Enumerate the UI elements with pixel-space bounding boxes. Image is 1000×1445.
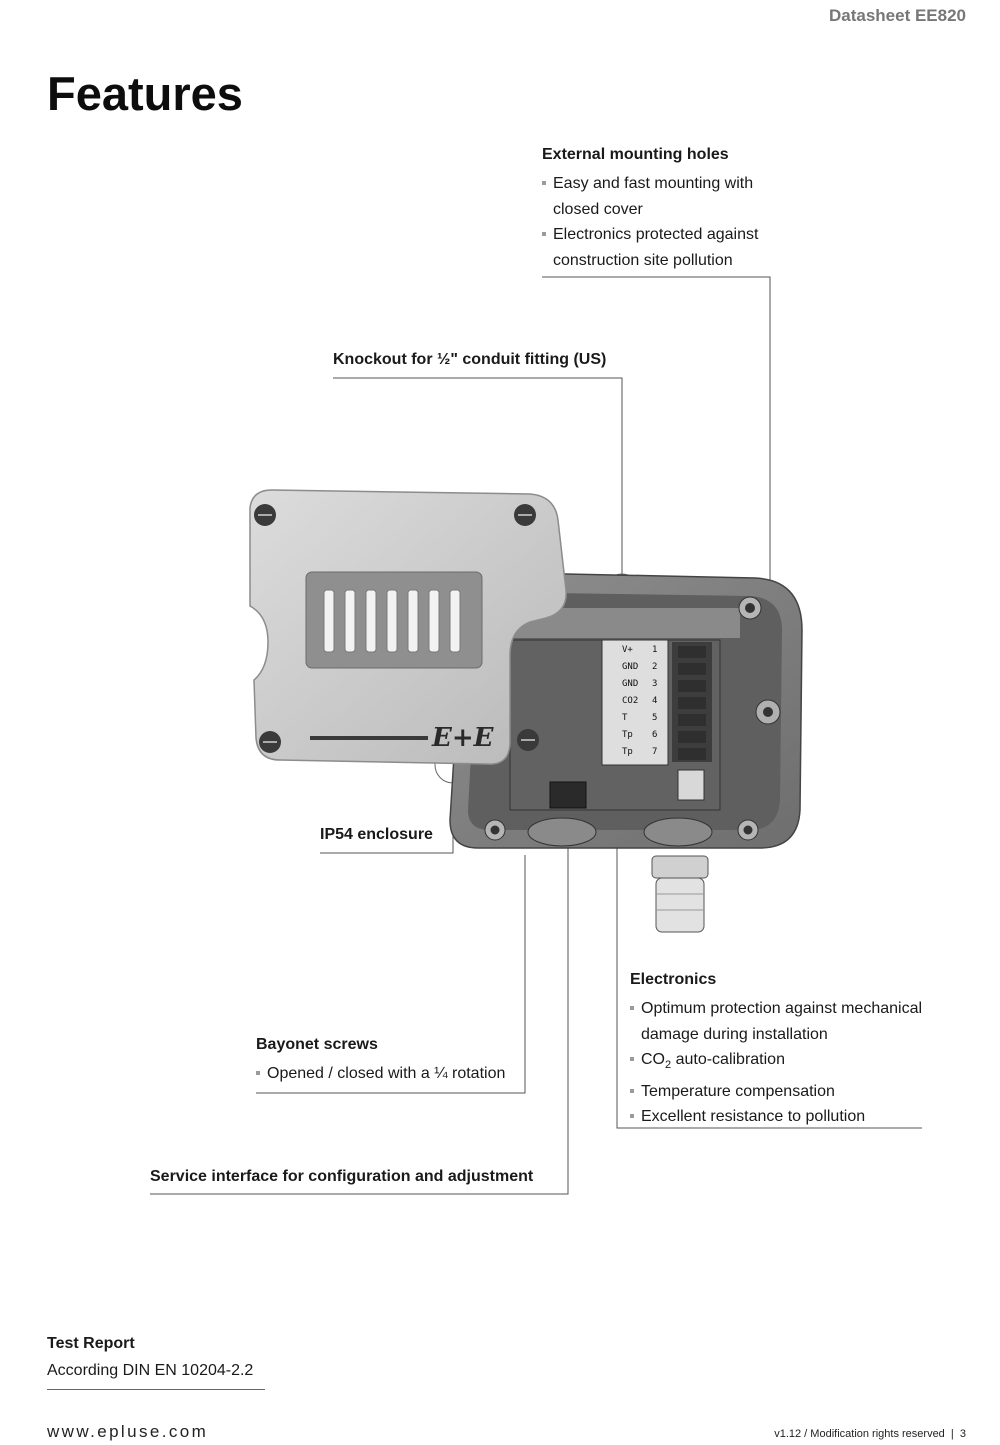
terminal-label-5: T xyxy=(622,713,628,723)
bullet-item: Excellent resistance to pollution xyxy=(630,1104,930,1130)
terminal-label-3: GND xyxy=(622,679,638,689)
callout-bullet-list: Optimum protection against mechanical dam… xyxy=(630,996,930,1130)
bullet-item: CO2 auto-calibration xyxy=(630,1047,930,1079)
test-report-underline xyxy=(47,1389,265,1390)
service-interface-connector xyxy=(549,781,587,809)
callout-knockout-heading: Knockout for ½" conduit fitting (US) xyxy=(333,351,607,368)
callout-bayonet-screws: Bayonet screws Opened / closed with a ¼ … xyxy=(256,1036,526,1087)
terminal-number-2: 2 xyxy=(652,662,657,672)
page-title: Features xyxy=(47,67,243,120)
bullet-item: Easy and fast mounting with closed cover xyxy=(542,171,772,222)
enclosure-cover: E+E xyxy=(249,489,567,765)
callout-service-interface-heading: Service interface for configuration and … xyxy=(150,1168,534,1185)
callout-mounting-holes: External mounting holes Easy and fast mo… xyxy=(542,146,772,273)
terminal-number-6: 6 xyxy=(652,730,657,740)
callout-enclosure-heading: IP54 enclosure xyxy=(320,826,433,843)
bayonet-screws xyxy=(254,504,539,753)
bullet-text-line: Electronics protected against xyxy=(553,226,759,243)
service-leader-line xyxy=(150,815,569,1195)
bullet-item: Optimum protection against mechanical dam… xyxy=(630,996,930,1047)
bullet-item: Temperature compensation xyxy=(630,1079,930,1105)
terminal-label-1: V+ xyxy=(622,645,633,655)
electronics-leader-line xyxy=(616,812,922,1129)
mounting-leader-line xyxy=(542,276,771,595)
callout-bullet-list: Opened / closed with a ¼ rotation xyxy=(256,1061,526,1087)
bullet-text-line: closed cover xyxy=(553,200,643,218)
test-report-text: According DIN EN 10204-2.2 xyxy=(47,1362,254,1379)
terminal-number-7: 7 xyxy=(652,747,657,757)
footer-website-url: www.epluse.com xyxy=(47,1422,209,1441)
terminal-block xyxy=(672,642,712,762)
document-header-title: Datasheet EE820 xyxy=(828,6,966,25)
test-report-title: Test Report xyxy=(47,1335,135,1352)
terminal-label-6: Tp xyxy=(622,730,633,740)
bullet-text-line: auto-calibration xyxy=(671,1051,785,1068)
brand-logo: E+E xyxy=(431,723,495,753)
terminal-label-7: Tp xyxy=(622,747,633,757)
callout-electronics: Electronics Optimum protection against m… xyxy=(630,971,930,1130)
co2-text: CO xyxy=(641,1051,665,1068)
bullet-item: Electronics protected against constructio… xyxy=(542,222,772,273)
terminal-label-2: GND xyxy=(622,662,638,672)
bullet-text-line: construction site pollution xyxy=(553,251,733,269)
bullet-text-line: Optimum protection against mechanical xyxy=(641,1000,923,1017)
terminal-label-4: CO2 xyxy=(622,696,638,706)
terminal-number-3: 3 xyxy=(652,679,657,689)
enclosure-base: 1 2 3 4 5 6 7 V+ GND GND CO2 T Tp Tp xyxy=(449,571,803,849)
terminal-number-5: 5 xyxy=(652,713,657,723)
terminal-number-1: 1 xyxy=(652,645,657,655)
callout-heading: Electronics xyxy=(630,971,717,988)
sensor-housing-image: 1 2 3 4 5 6 7 V+ GND GND CO2 T Tp Tp xyxy=(249,489,803,933)
callout-heading: Bayonet screws xyxy=(256,1036,378,1053)
bayonet-leader-line xyxy=(256,855,526,1094)
bullet-item: Opened / closed with a ¼ rotation xyxy=(256,1061,526,1087)
terminal-number-4: 4 xyxy=(652,696,657,706)
cable-gland xyxy=(651,855,709,933)
bullet-text-line: damage during installation xyxy=(641,1025,828,1043)
callout-heading: External mounting holes xyxy=(542,146,729,163)
footer-version-note: v1.12 / Modification rights reserved | 3 xyxy=(774,1428,966,1440)
co2-subscript: 2 xyxy=(665,1059,672,1072)
knockout-leader-line xyxy=(333,377,623,575)
bullet-text-line: Easy and fast mounting with xyxy=(553,175,754,192)
